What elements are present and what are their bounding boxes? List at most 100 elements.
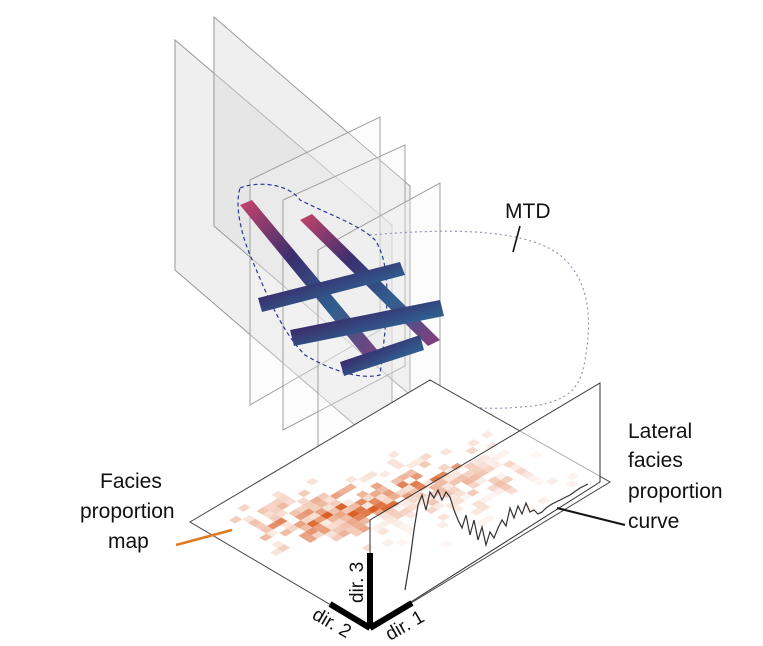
proportion-map-cell bbox=[354, 498, 368, 506]
proportion-map-cell bbox=[313, 515, 327, 524]
proportion-map-cell bbox=[387, 450, 401, 459]
proportion-map-cell bbox=[344, 525, 358, 534]
proportion-map-cell bbox=[370, 482, 384, 490]
facies-slice-cross-3 bbox=[340, 335, 424, 376]
proportion-map-cell bbox=[340, 506, 354, 515]
proportion-map-cell bbox=[271, 490, 285, 499]
proportion-map-cell bbox=[276, 502, 290, 510]
proportion-map-cell bbox=[366, 505, 380, 513]
proportion-map-cell bbox=[308, 504, 322, 512]
proportion-map-cell bbox=[318, 526, 332, 535]
proportion-map-cell bbox=[324, 530, 338, 539]
proportion-map-cell bbox=[268, 514, 282, 522]
proportion-map-cell bbox=[485, 442, 499, 450]
proportion-map-cell bbox=[260, 525, 274, 534]
proportion-map-cell bbox=[437, 463, 451, 472]
proportion-map-cell bbox=[353, 505, 367, 514]
axis-dir1 bbox=[368, 600, 414, 631]
proportion-map-cell bbox=[302, 500, 316, 509]
proportion-map-cell bbox=[321, 503, 335, 512]
proportion-map-cell bbox=[379, 504, 393, 513]
proportion-map-cell bbox=[352, 513, 366, 522]
proportion-map-cell bbox=[419, 452, 433, 461]
proportion-map-cell bbox=[333, 510, 347, 519]
proportion-map-cell bbox=[280, 521, 294, 529]
proportion-map-cell bbox=[254, 522, 268, 530]
proportion-map-cell bbox=[322, 496, 336, 504]
proportion-map-cell bbox=[248, 518, 262, 527]
proportion-map-cell bbox=[405, 461, 419, 469]
proportion-map-cell bbox=[283, 497, 297, 506]
proportion-map-cell bbox=[344, 475, 358, 484]
proportion-map-label-line-3: map bbox=[108, 530, 149, 553]
proportion-map-cell bbox=[480, 430, 494, 439]
proportion-map-cell bbox=[378, 470, 392, 478]
proportion-map-cell bbox=[396, 480, 410, 489]
proportion-map-cell bbox=[402, 484, 416, 493]
proportion-map-cell bbox=[350, 529, 364, 537]
proportion-map-cell bbox=[429, 475, 443, 484]
mtd-outline-front bbox=[237, 183, 388, 377]
mtd-leader bbox=[512, 225, 521, 253]
proportion-map-cell bbox=[331, 526, 345, 534]
lateral-curve-label-line-1: Lateral bbox=[628, 420, 692, 443]
proportion-map-cell bbox=[286, 524, 300, 533]
proportion-map-cell bbox=[266, 529, 280, 538]
proportion-map-cell bbox=[328, 499, 342, 508]
proportion-map-cell bbox=[288, 509, 302, 517]
proportion-map-cell bbox=[274, 517, 288, 526]
proportion-map-cell bbox=[270, 498, 284, 507]
proportion-map-cell bbox=[293, 520, 307, 529]
proportion-map-cell bbox=[368, 489, 382, 498]
proportion-map-cell bbox=[306, 519, 320, 528]
proportion-map-cell bbox=[319, 519, 333, 527]
mtd-outline bbox=[369, 230, 590, 409]
proportion-map-cell bbox=[367, 497, 381, 506]
proportion-map-cell bbox=[337, 529, 351, 538]
proportion-map-cell bbox=[392, 461, 406, 470]
proportion-map-label-line-2: proportion bbox=[80, 500, 175, 523]
proportion-map-leader bbox=[175, 528, 233, 547]
proportion-map-cell bbox=[408, 487, 422, 496]
proportion-map-cell bbox=[312, 523, 326, 531]
proportion-map-cell bbox=[418, 460, 432, 469]
proportion-map-cell bbox=[262, 510, 276, 519]
proportion-map-cell bbox=[336, 487, 350, 496]
proportion-map-cell bbox=[279, 528, 293, 537]
proportion-map-cell bbox=[390, 477, 404, 485]
proportion-map-cell bbox=[374, 493, 388, 502]
lateral-proportion-curve bbox=[404, 483, 589, 591]
proportion-map-cell bbox=[388, 492, 402, 501]
proportion-map-cell bbox=[295, 505, 309, 513]
proportion-map-cell bbox=[327, 507, 341, 515]
proportion-map-cell bbox=[360, 501, 374, 510]
proportion-map-cell bbox=[320, 511, 334, 520]
proportion-map-cell bbox=[382, 489, 396, 497]
axis-dir3-label: dir. 3 bbox=[347, 562, 368, 603]
proportion-map-cell bbox=[330, 533, 344, 542]
proportion-map-cell bbox=[465, 446, 479, 455]
proportion-map-cell bbox=[401, 492, 415, 500]
proportion-map-cell bbox=[436, 471, 450, 479]
proportion-map-cell bbox=[343, 483, 357, 492]
proportion-map-cell bbox=[275, 509, 289, 518]
proportion-map-cell bbox=[412, 457, 426, 465]
lateral-curve-leader bbox=[556, 507, 626, 526]
facies-slice-cross-1 bbox=[258, 262, 405, 312]
facies-slice-cross-2 bbox=[290, 300, 444, 346]
proportion-map-cell bbox=[358, 517, 372, 525]
proportion-map-cell bbox=[277, 494, 291, 503]
facies-slices bbox=[240, 200, 444, 376]
proportion-map-cell bbox=[271, 540, 285, 549]
proportion-map-cell bbox=[422, 479, 436, 488]
proportion-map-cell bbox=[410, 472, 424, 481]
proportion-map-cell bbox=[301, 508, 315, 517]
proportion-map-cell bbox=[305, 477, 319, 486]
proportion-map-cell bbox=[314, 507, 328, 516]
proportion-map-cell bbox=[365, 470, 379, 479]
proportion-map-cell bbox=[380, 496, 394, 505]
proportion-map-cell bbox=[305, 527, 319, 536]
proportion-map-label-line-1: Facies bbox=[100, 470, 162, 493]
proportion-map-cell bbox=[304, 535, 318, 543]
mtd-label: MTD bbox=[505, 200, 551, 223]
